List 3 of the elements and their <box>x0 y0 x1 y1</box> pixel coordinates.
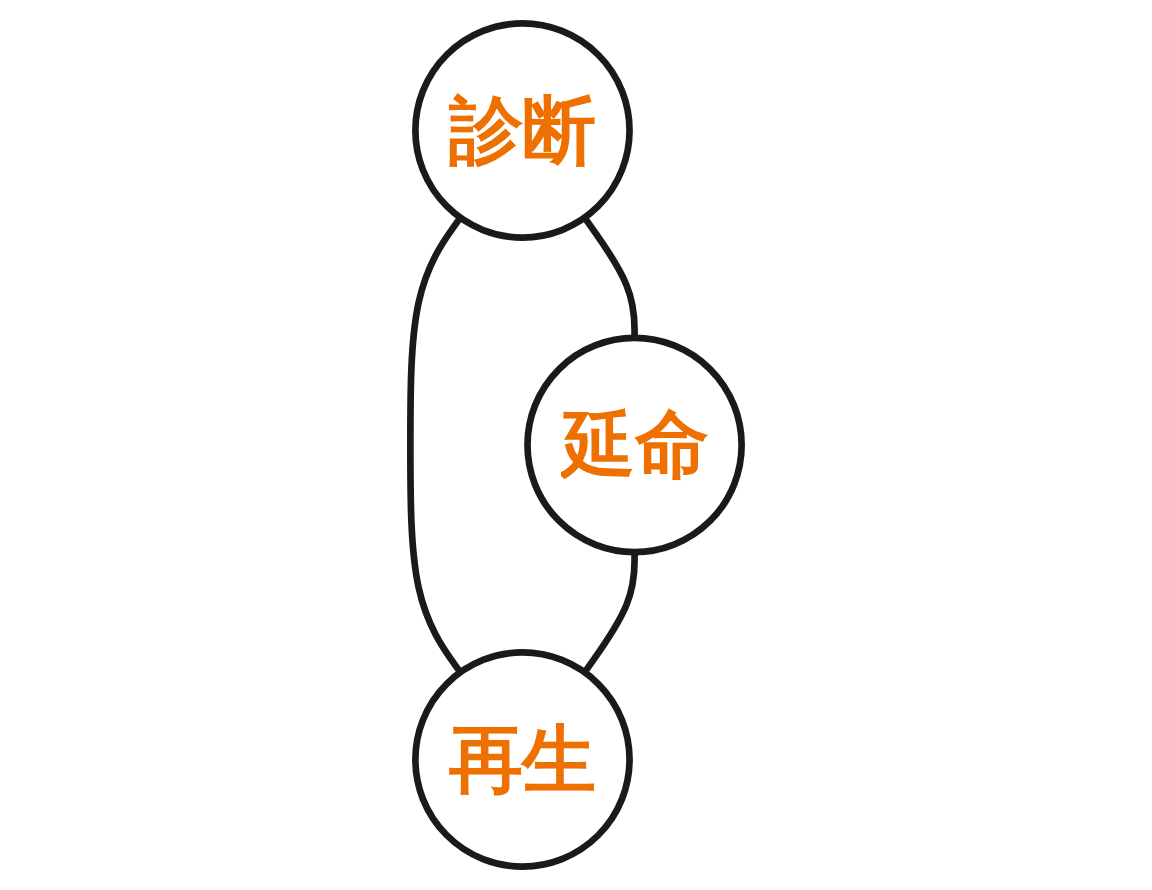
node-circle: 再生 <box>412 649 633 870</box>
node-circle: 延命 <box>524 334 745 556</box>
node-circle: 診断 <box>412 20 633 241</box>
